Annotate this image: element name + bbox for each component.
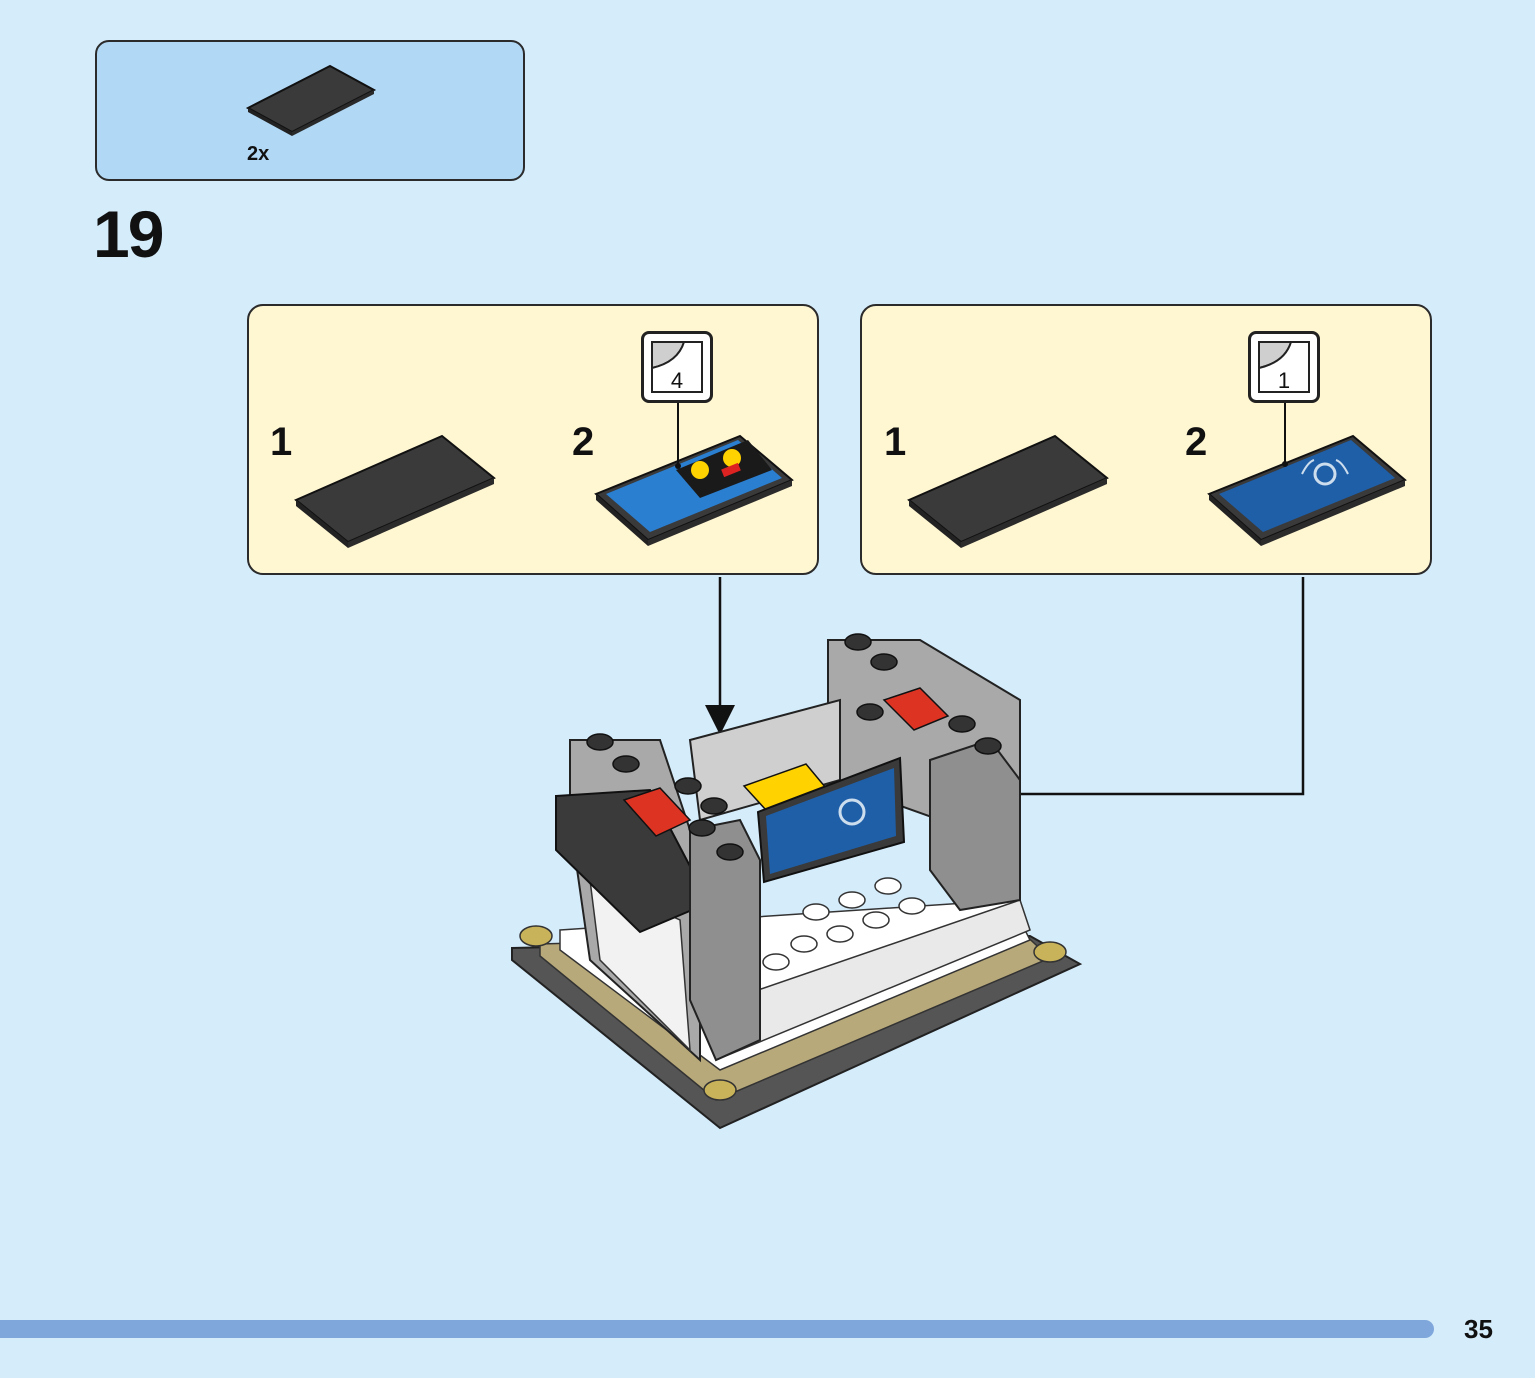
page-number: 35 (1464, 1314, 1493, 1344)
sticker-count: 4 (670, 368, 684, 393)
model-studs (586, 633, 1002, 861)
model-base (511, 899, 1083, 1130)
sticker-sheet-badge-left: 4 (641, 331, 713, 403)
sticker-sheet-icon (1258, 341, 1310, 393)
parts-list-box (95, 40, 525, 181)
white-studs (762, 877, 926, 971)
step-number: 19 (93, 197, 164, 271)
substep-right-item-2-number: 2 (1185, 420, 1208, 464)
substep-left-item-2-number: 2 (572, 420, 595, 464)
page-progress-bar (0, 1320, 1434, 1338)
model-music-screen (756, 756, 906, 884)
part-quantity: 2x (247, 143, 270, 165)
gold-studs (519, 925, 1067, 1101)
sticker-sheet-icon (651, 341, 703, 393)
substep-right-item-1-number: 1 (884, 420, 907, 464)
sticker-count: 1 (1277, 368, 1291, 393)
model-walls (555, 639, 1021, 1063)
substep-box-right (860, 304, 1432, 575)
substep-left-item-1-number: 1 (270, 420, 293, 464)
substep-box-left (247, 304, 819, 575)
sticker-sheet-badge-right: 1 (1248, 331, 1320, 403)
placement-arrow-right (907, 577, 1305, 809)
